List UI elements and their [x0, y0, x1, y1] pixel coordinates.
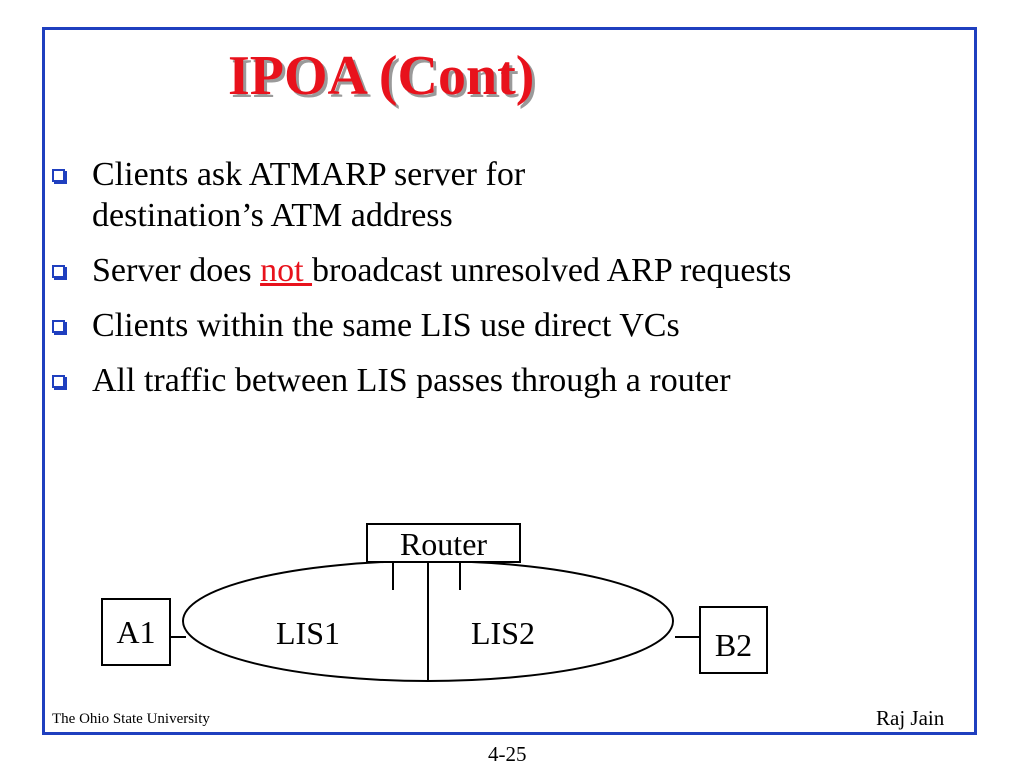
footer-author: Raj Jain	[876, 706, 945, 730]
bullet-text-after: broadcast unresolved ARP requests	[312, 252, 792, 289]
checkbox-bullet-icon	[52, 169, 65, 182]
bullet-item: All traffic between LIS passes through a…	[52, 360, 952, 401]
bullet-text: All traffic between LIS passes through a…	[92, 362, 731, 399]
checkbox-bullet-icon	[52, 265, 65, 278]
bullet-item: Server does not broadcast unresolved ARP…	[52, 250, 952, 291]
slide-frame	[42, 27, 977, 735]
checkbox-bullet-icon	[52, 375, 65, 388]
bullet-item: Clients ask ATMARP server for destinatio…	[52, 154, 952, 236]
slide-title: IPOA (Cont)	[228, 45, 535, 107]
bullet-text-line-1: Clients ask ATMARP server for	[92, 156, 526, 193]
page-number: 4-25	[488, 742, 527, 766]
footer-institution: The Ohio State University	[52, 711, 210, 727]
bullet-text-line-2: destination’s ATM address	[92, 197, 453, 234]
checkbox-bullet-icon	[52, 320, 65, 333]
bullet-text: Clients within the same LIS use direct V…	[92, 307, 680, 344]
bullet-list: Clients ask ATMARP server for destinatio…	[52, 154, 952, 415]
bullet-emphasis-text: not	[260, 252, 313, 289]
bullet-text-before: Server does	[92, 252, 261, 289]
bullet-item: Clients within the same LIS use direct V…	[52, 305, 952, 346]
